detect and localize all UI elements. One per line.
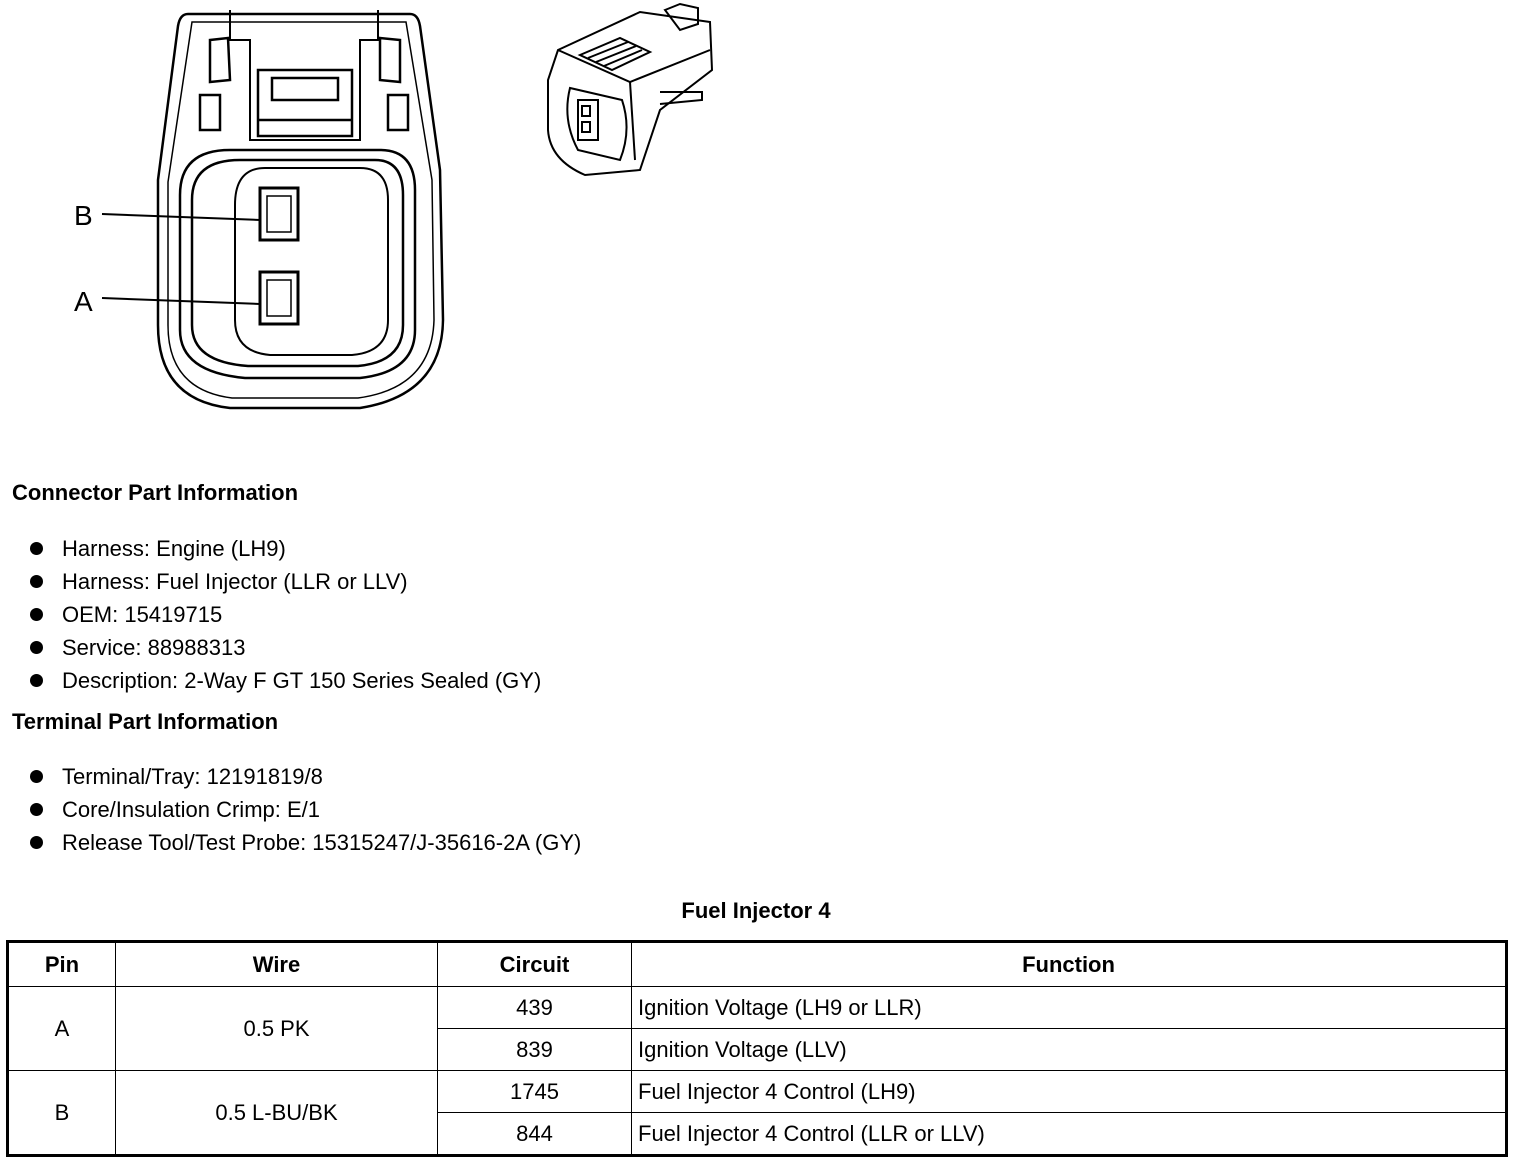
table-row: 844 Fuel Injector 4 Control (LLR or LLV) <box>8 1112 1507 1156</box>
circuit-cell: 439 <box>437 986 632 1029</box>
table-row: A 0.5 PK 439 Ignition Voltage (LH9 or LL… <box>7 986 1507 1071</box>
connector-isometric-diagram <box>547 2 714 177</box>
connector-part-info-heading: Connector Part Information <box>12 480 299 505</box>
function-cell: Ignition Voltage (LLV) <box>631 1028 1507 1071</box>
list-item: Core/Insulation Crimp: E/1 <box>30 793 581 826</box>
list-item: Service: 88988313 <box>30 631 541 664</box>
list-item: Description: 2-Way F GT 150 Series Seale… <box>30 664 541 697</box>
column-header-pin: Pin <box>7 941 116 987</box>
terminal-part-info-list: Terminal/Tray: 12191819/8 Core/Insulatio… <box>30 760 581 859</box>
bullet-icon <box>30 542 43 555</box>
circuit-cell: 844 <box>437 1112 632 1156</box>
list-item: OEM: 15419715 <box>30 598 541 631</box>
pin-cell: B <box>7 1070 116 1156</box>
bullet-icon <box>30 575 43 588</box>
bullet-icon <box>30 608 43 621</box>
list-item: Harness: Engine (LH9) <box>30 532 541 565</box>
table-header-row: Pin Wire Circuit Function <box>7 941 1507 987</box>
bullet-icon <box>30 674 43 687</box>
list-item: Release Tool/Test Probe: 15315247/J-3561… <box>30 826 581 859</box>
bullet-icon <box>30 641 43 654</box>
table-row: B 0.5 L-BU/BK 1745 Fuel Injector 4 Contr… <box>7 1070 1507 1156</box>
wire-cell: 0.5 L-BU/BK <box>115 1070 438 1156</box>
pinout-table: Pin Wire Circuit Function A 0.5 PK 439 I… <box>6 940 1508 1157</box>
pin-label-a: A <box>74 286 93 317</box>
connector-face-diagram: B A <box>74 10 445 410</box>
function-cell: Ignition Voltage (LH9 or LLR) <box>631 986 1507 1029</box>
circuit-cell: 1745 <box>437 1070 632 1113</box>
pin-cell: A <box>7 986 116 1071</box>
column-header-circuit: Circuit <box>437 941 632 987</box>
function-cell: Fuel Injector 4 Control (LH9) <box>631 1070 1507 1113</box>
list-item: Harness: Fuel Injector (LLR or LLV) <box>30 565 541 598</box>
bullet-icon <box>30 803 43 816</box>
connector-part-info-list: Harness: Engine (LH9) Harness: Fuel Inje… <box>30 532 541 697</box>
bullet-icon <box>30 836 43 849</box>
list-item: Terminal/Tray: 12191819/8 <box>30 760 581 793</box>
circuit-cell: 839 <box>437 1028 632 1071</box>
column-header-wire: Wire <box>115 941 438 987</box>
terminal-part-info-heading: Terminal Part Information <box>12 709 279 734</box>
pin-label-b: B <box>74 200 93 231</box>
function-cell: Fuel Injector 4 Control (LLR or LLV) <box>631 1112 1507 1156</box>
table-row: 839 Ignition Voltage (LLV) <box>8 1028 1507 1071</box>
wire-cell: 0.5 PK <box>115 986 438 1071</box>
column-header-function: Function <box>631 941 1507 987</box>
table-title: Fuel Injector 4 <box>681 898 831 923</box>
bullet-icon <box>30 770 43 783</box>
